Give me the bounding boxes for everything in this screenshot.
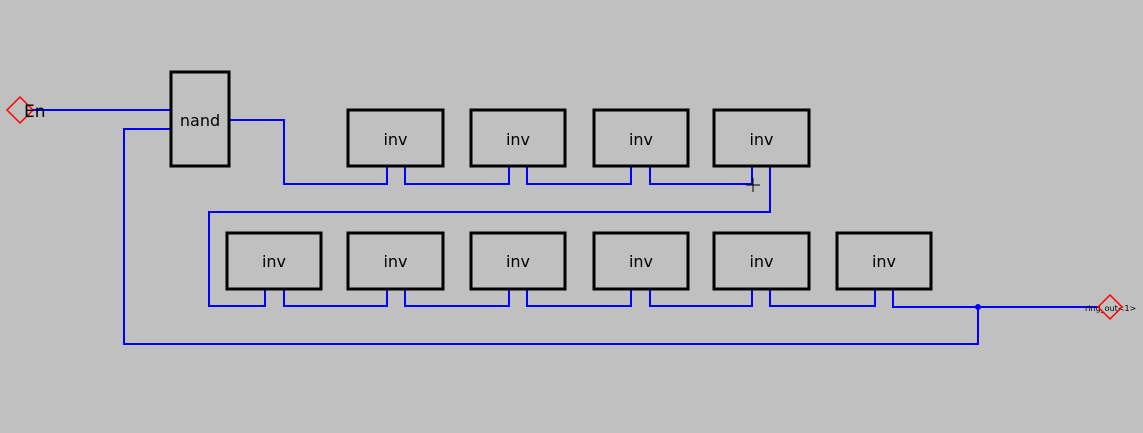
inverter-label: inv [629, 252, 653, 271]
wire-nand-out[interactable] [229, 119, 388, 185]
inverter-gate[interactable]: inv [225, 231, 323, 291]
inverter-gate[interactable]: inv [712, 231, 811, 291]
wires [32, 109, 1098, 345]
wire-junction-dot [975, 304, 981, 310]
inverter-gate[interactable]: inv [346, 231, 445, 291]
inverter-gate[interactable]: inv [835, 231, 933, 291]
inverter-label: inv [872, 252, 896, 271]
wire-row2-stage1[interactable] [283, 289, 388, 307]
inverter-label: inv [506, 252, 530, 271]
inverter-label: inv [629, 130, 653, 149]
inverter-label: inv [506, 130, 530, 149]
inverter-gate[interactable]: inv [712, 108, 811, 168]
inverter-label: inv [749, 130, 773, 149]
wire-row2-stage5[interactable] [769, 289, 876, 307]
inverter-gate[interactable]: inv [592, 108, 690, 168]
inverter-gate[interactable]: inv [469, 108, 567, 168]
inverter-label: inv [262, 252, 286, 271]
inverter-gate[interactable]: inv [346, 108, 445, 168]
inverter-row-2: inv inv inv inv inv inv [225, 231, 933, 291]
nand-gate[interactable]: nand [169, 70, 231, 168]
wire-to-output[interactable] [892, 289, 1098, 308]
wire-row2-stage3[interactable] [526, 289, 632, 307]
wire-row1-stage2[interactable] [526, 166, 632, 185]
inverter-label: inv [383, 130, 407, 149]
crosshair-cursor-icon [746, 178, 760, 192]
inverter-row-1: inv inv inv inv [346, 108, 811, 168]
wire-row1-stage3[interactable] [649, 166, 753, 185]
output-pin-ring-out[interactable]: ring_out<1> [1085, 293, 1136, 321]
inverter-label: inv [383, 252, 407, 271]
nand-gate-label: nand [180, 111, 220, 130]
output-pin-icon [1096, 293, 1124, 321]
wire-row2-stage2[interactable] [404, 289, 510, 307]
wire-feedback[interactable] [123, 128, 979, 345]
wire-row1-to-row2[interactable] [208, 166, 771, 307]
input-pin-icon [5, 95, 35, 125]
inverter-gate[interactable]: inv [469, 231, 567, 291]
inverter-gate[interactable]: inv [592, 231, 690, 291]
wire-row1-stage1[interactable] [404, 166, 510, 185]
input-pin-label: En [24, 102, 46, 122]
output-pin-label: ring_out<1> [1085, 304, 1136, 313]
input-pin-en[interactable]: En [5, 95, 46, 125]
wire-row2-stage4[interactable] [649, 289, 753, 307]
inverter-label: inv [749, 252, 773, 271]
